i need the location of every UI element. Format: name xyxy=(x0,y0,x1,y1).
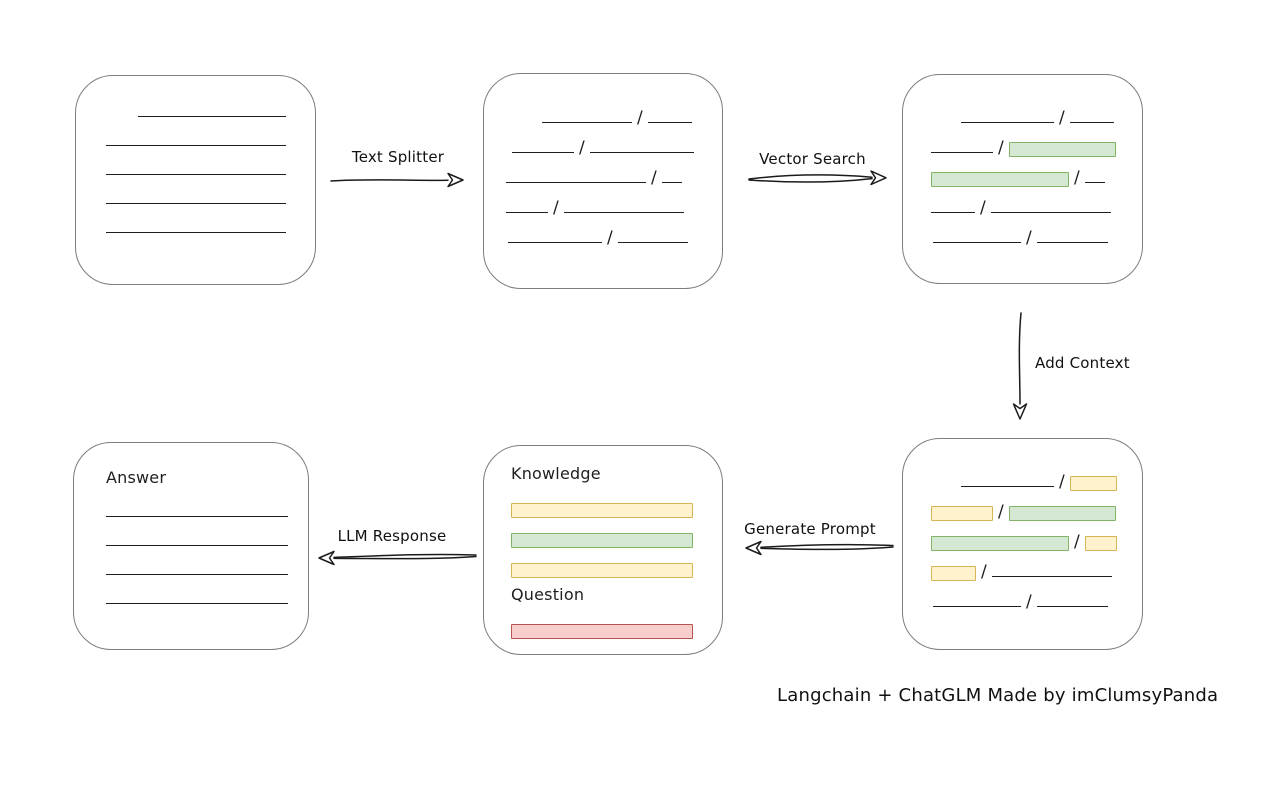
node-context-chunks: / / / / / xyxy=(902,438,1143,650)
text-line xyxy=(138,114,286,117)
yellow-chunk xyxy=(511,503,693,518)
slash-separator: / xyxy=(998,138,1004,158)
slash-separator: / xyxy=(980,198,986,218)
text-line xyxy=(961,484,1054,487)
section-title: Question xyxy=(511,584,585,604)
arrow-vector-search xyxy=(748,170,887,186)
green-chunk xyxy=(511,533,693,548)
node-source-document xyxy=(75,75,316,285)
slash-separator: / xyxy=(553,198,559,218)
text-line xyxy=(647,120,692,123)
text-line xyxy=(106,572,288,575)
credit-caption: Langchain + ChatGLM Made by imClumsyPand… xyxy=(777,685,1219,706)
text-line xyxy=(506,210,548,213)
text-line xyxy=(990,210,1111,213)
arrow-llm-response xyxy=(318,550,477,566)
label-vector-search: Vector Search xyxy=(759,150,866,168)
yellow-chunk xyxy=(1084,536,1117,551)
text-line xyxy=(931,150,993,153)
text-line xyxy=(961,120,1054,123)
text-line xyxy=(106,201,286,204)
slash-separator: / xyxy=(1026,592,1032,612)
section-title: Knowledge xyxy=(511,463,601,483)
source-document-rows xyxy=(76,76,315,284)
matched-chunks-rows: / / / / / xyxy=(903,75,1142,283)
text-line xyxy=(506,180,646,183)
slash-separator: / xyxy=(1074,168,1080,188)
text-line xyxy=(589,150,694,153)
node-matched-chunks: / / / / / xyxy=(902,74,1143,284)
red-chunk xyxy=(511,624,693,639)
text-line xyxy=(106,601,288,604)
text-line xyxy=(106,230,286,233)
slash-separator: / xyxy=(1059,472,1065,492)
text-line xyxy=(931,210,975,213)
text-line xyxy=(563,210,684,213)
label-text-splitter: Text Splitter xyxy=(351,148,445,166)
text-line xyxy=(1069,120,1114,123)
yellow-chunk xyxy=(931,566,976,581)
slash-separator: / xyxy=(607,228,613,248)
slash-separator: / xyxy=(1026,228,1032,248)
slash-separator: / xyxy=(998,502,1004,522)
text-line xyxy=(508,240,602,243)
yellow-chunk xyxy=(1069,476,1117,491)
text-line xyxy=(933,240,1021,243)
text-line xyxy=(106,514,288,517)
text-line xyxy=(991,574,1112,577)
label-llm-response: LLM Response xyxy=(337,527,447,545)
slash-separator: / xyxy=(579,138,585,158)
text-line xyxy=(106,172,286,175)
arrow-generate-prompt xyxy=(745,540,894,556)
yellow-chunk xyxy=(511,563,693,578)
section-title: Answer xyxy=(106,467,167,487)
slash-separator: / xyxy=(1059,108,1065,128)
text-line xyxy=(106,143,286,146)
green-chunk xyxy=(931,172,1069,187)
text-line xyxy=(933,604,1021,607)
arrow-text-splitter xyxy=(330,172,464,188)
arrow-add-context xyxy=(1012,312,1028,420)
answer-rows: Answer xyxy=(74,443,308,649)
split-chunks-rows: / / / / / xyxy=(484,74,722,288)
text-line xyxy=(1084,180,1105,183)
text-line xyxy=(106,543,288,546)
text-line xyxy=(1036,604,1108,607)
slash-separator: / xyxy=(981,562,987,582)
slash-separator: / xyxy=(651,168,657,188)
green-chunk xyxy=(1008,506,1116,521)
text-line xyxy=(512,150,574,153)
text-line xyxy=(661,180,682,183)
yellow-chunk xyxy=(931,506,993,521)
slash-separator: / xyxy=(637,108,643,128)
green-chunk xyxy=(1008,142,1116,157)
label-generate-prompt: Generate Prompt xyxy=(744,520,876,538)
text-line xyxy=(1036,240,1108,243)
text-line xyxy=(542,120,632,123)
node-answer: Answer xyxy=(73,442,309,650)
slash-separator: / xyxy=(1074,532,1080,552)
node-split-chunks: / / / / / xyxy=(483,73,723,289)
text-line xyxy=(617,240,688,243)
green-chunk xyxy=(931,536,1069,551)
context-chunks-rows: / / / / / xyxy=(903,439,1142,649)
label-add-context: Add Context xyxy=(1035,354,1130,372)
